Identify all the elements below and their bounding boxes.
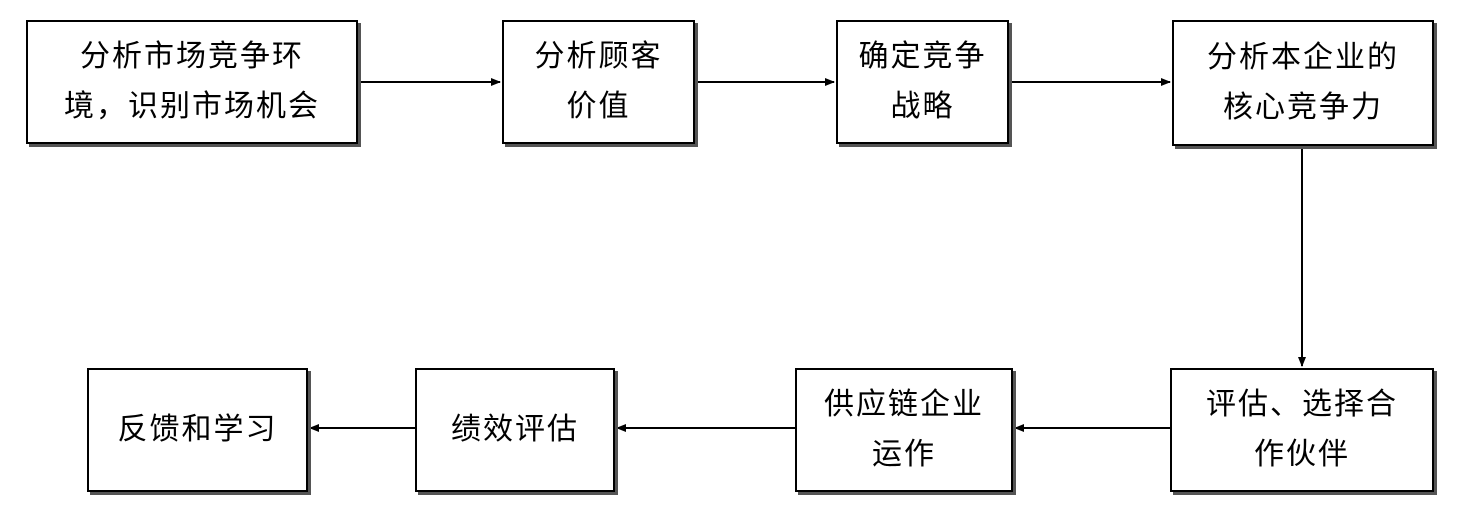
node-label: 反馈和学习 bbox=[117, 412, 278, 447]
node-analyze-customer-value: 分析顾客 价值 bbox=[502, 20, 695, 144]
node-performance-evaluation: 绩效评估 bbox=[415, 368, 615, 492]
node-label: 评估、选择合 作伙伴 bbox=[1206, 387, 1398, 472]
node-label: 绩效评估 bbox=[451, 412, 579, 447]
node-label: 确定竞争 战略 bbox=[858, 39, 987, 124]
node-label: 分析本企业的 核心竞争力 bbox=[1207, 40, 1399, 125]
node-analyze-core-competence: 分析本企业的 核心竞争力 bbox=[1172, 20, 1434, 146]
node-evaluate-select-partners: 评估、选择合 作伙伴 bbox=[1170, 368, 1434, 492]
node-analyze-market-environment: 分析市场竞争环 境，识别市场机会 bbox=[26, 20, 358, 144]
node-label: 供应链企业 运作 bbox=[824, 387, 984, 472]
node-feedback-and-learning: 反馈和学习 bbox=[87, 368, 308, 492]
node-label: 分析市场竞争环 境，识别市场机会 bbox=[64, 39, 320, 124]
node-label: 分析顾客 价值 bbox=[534, 39, 663, 124]
node-supply-chain-operation: 供应链企业 运作 bbox=[795, 368, 1013, 492]
node-determine-competitive-strategy: 确定竞争 战略 bbox=[836, 20, 1009, 144]
